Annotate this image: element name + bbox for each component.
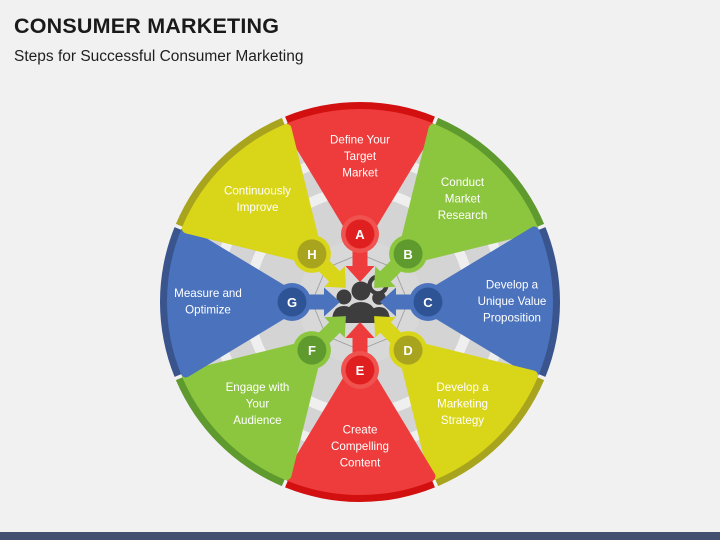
- arrow-to-center-e: [345, 322, 375, 362]
- step-node-disc: [297, 239, 327, 269]
- wedge-label-line: Strategy: [441, 414, 484, 427]
- step-node-disc: [393, 239, 423, 269]
- step-node-disc: [297, 335, 327, 365]
- step-node-disc: [345, 355, 375, 385]
- arrow-to-center-a: [345, 242, 375, 282]
- wedge-label-line: Improve: [237, 201, 279, 214]
- wedge-label-line: Engage with: [226, 381, 290, 394]
- wedge-label-line: Proposition: [483, 312, 541, 325]
- diagram-step-nodes: A B C D E F G H: [273, 215, 447, 389]
- step-node-disc: [345, 219, 375, 249]
- wedge-label-line: Content: [340, 457, 381, 470]
- step-node-d[interactable]: D: [389, 331, 428, 370]
- step-node-letter: E: [356, 363, 365, 378]
- wedge-label-line: Audience: [233, 414, 281, 427]
- step-node-letter: F: [308, 343, 316, 358]
- diagram-wedges: [159, 101, 560, 502]
- wedge-label-line: Market: [445, 193, 481, 206]
- process-wedge-h[interactable]: [181, 123, 321, 263]
- arrow-to-center-c: [380, 287, 420, 317]
- wedge-label-line: Conduct: [441, 176, 485, 189]
- step-node-letter: B: [403, 247, 412, 262]
- step-node-e[interactable]: E: [341, 351, 379, 389]
- wedge-label-line: Develop a: [436, 381, 489, 394]
- step-node-letter: G: [287, 295, 297, 310]
- wedge-label-line: Unique Value: [478, 295, 547, 308]
- wedge-label-line: Target: [344, 150, 377, 163]
- step-node-disc: [393, 335, 423, 365]
- diagram-step-labels: Define YourTargetMarketConductMarketRese…: [174, 134, 546, 470]
- arrow-to-center-g: [300, 287, 340, 317]
- step-node-a[interactable]: A: [341, 215, 379, 253]
- wedge-label-line: Create: [343, 424, 378, 437]
- wedge-label-line: Compelling: [331, 440, 389, 453]
- wedge-label-line: Marketing: [437, 398, 488, 411]
- wedge-label-line: Continuously: [224, 184, 291, 197]
- step-node-h[interactable]: H: [292, 234, 331, 273]
- step-node-f[interactable]: F: [292, 331, 331, 370]
- wedge-label-line: Measure and: [174, 287, 242, 300]
- footer-accent-bar: [0, 532, 720, 540]
- step-node-letter: D: [403, 343, 412, 358]
- step-node-letter: C: [423, 295, 433, 310]
- step-node-c[interactable]: C: [409, 283, 447, 321]
- step-node-b[interactable]: B: [389, 234, 428, 273]
- wedge-label-line: Define Your: [330, 134, 390, 147]
- step-node-letter: H: [307, 247, 316, 262]
- wedge-label-line: Market: [342, 167, 378, 180]
- page-subtitle: Steps for Successful Consumer Marketing: [14, 48, 304, 65]
- step-node-disc: [413, 287, 443, 317]
- step-node-disc: [277, 287, 307, 317]
- page-title: CONSUMER MARKETING: [14, 14, 280, 38]
- step-node-g[interactable]: G: [273, 283, 311, 321]
- wedge-label-line: Develop a: [486, 279, 539, 292]
- step-node-letter: A: [355, 227, 365, 242]
- wedge-label-line: Your: [246, 398, 270, 411]
- wedge-label-line: Research: [438, 209, 488, 222]
- wedge-label-line: Optimize: [185, 303, 231, 316]
